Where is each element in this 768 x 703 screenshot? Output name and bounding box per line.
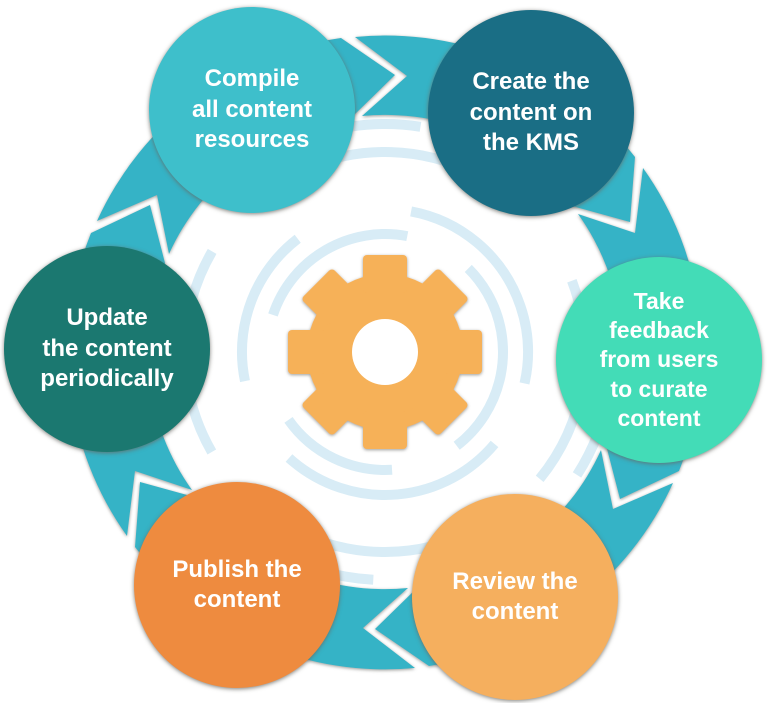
step-label-line: to curate [610, 375, 708, 402]
step-label-line: the KMS [483, 129, 579, 157]
background-arc [179, 146, 590, 557]
step-label-line: periodically [40, 365, 174, 393]
step-circle-review-the-content: Review the content [412, 494, 618, 700]
step-circle-publish-the-content: Publish the content [134, 482, 340, 688]
step-label-line: from users [599, 346, 719, 373]
gear-hole [352, 319, 418, 385]
step-circle-update-the-content-periodically: Update the content periodically [4, 246, 210, 452]
step-circle-compile-all-content-resources: Compile all content resources [149, 7, 355, 213]
step-circle-take-feedback-from-users-to-curate-content: Take feedback from users to curate conte… [556, 257, 762, 463]
step-circle-create-the-content-on-the-kms: Create the content on the KMS [428, 10, 634, 216]
step-label-line: content [471, 598, 559, 625]
step-label-line: content [193, 586, 281, 613]
step-label-line: content [617, 404, 701, 431]
background-arc [262, 229, 508, 475]
step-label-line: Compile [204, 65, 300, 93]
step-label-line: Publish the [172, 555, 302, 583]
step-label-line: feedback [609, 317, 709, 344]
step-label-line: Create the [472, 68, 590, 96]
step-label-line: Review the [452, 567, 578, 595]
step-label-line: the content [42, 334, 172, 362]
background-arc [237, 204, 533, 500]
step-label-line: Take [633, 287, 685, 314]
step-label-line: all content [191, 95, 312, 123]
step-label-line: Update [66, 304, 148, 332]
step-label-line: resources [194, 126, 310, 154]
gear-icon [288, 255, 482, 449]
step-label-line: content on [469, 98, 593, 126]
